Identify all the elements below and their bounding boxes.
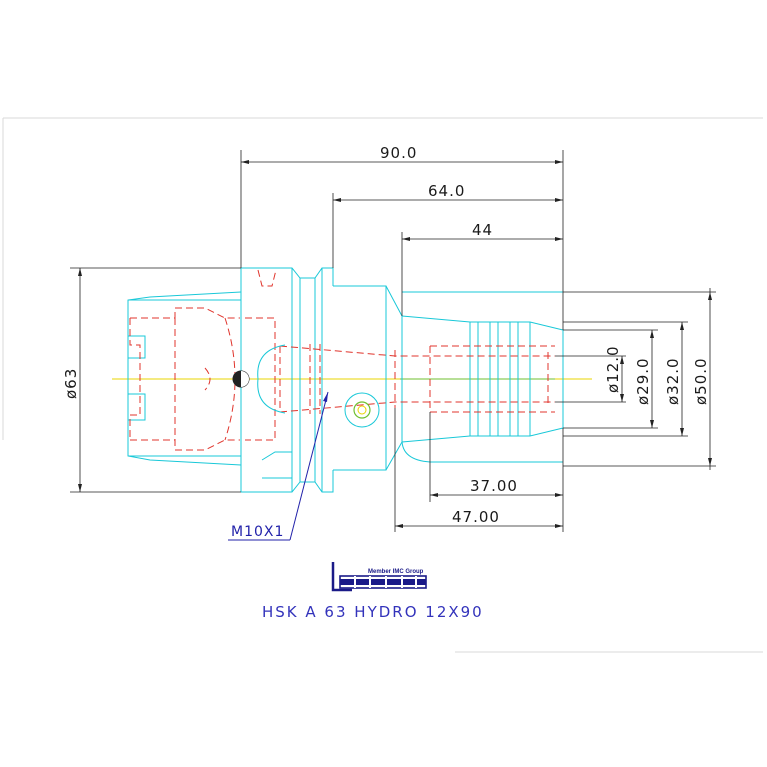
dim-90: 90.0 [380,144,417,162]
dim-44: 44 [472,221,493,239]
dimension-lines [70,150,716,532]
flange-outline [240,267,334,493]
dim-dia-50: ø50.0 [692,357,710,405]
dim-dia-63: ø63 [62,368,80,399]
callout-m10x1: M10X1 [231,524,284,540]
dim-dia-12: ø12.0 [604,345,622,393]
drawing-title: HSK A 63 HYDRO 12X90 [262,603,484,621]
coupling-bore [232,344,286,414]
sheet-border [2,117,763,653]
dim-64: 64.0 [428,182,465,200]
dim-dia-32: ø32.0 [664,357,682,405]
iscar-logo [331,562,427,592]
dim-47: 47.00 [452,508,500,526]
brand-tagline: Member IMC Group [368,569,424,575]
thread-callout [228,391,329,541]
hsk-shank-outline [127,291,242,466]
body-outline [333,285,564,471]
hsk-hidden-lines [129,307,276,451]
dim-37: 37.00 [470,477,518,495]
dim-dia-29: ø29.0 [634,357,652,405]
bore-hidden-lines [279,344,555,414]
coolant-screw [344,392,380,428]
